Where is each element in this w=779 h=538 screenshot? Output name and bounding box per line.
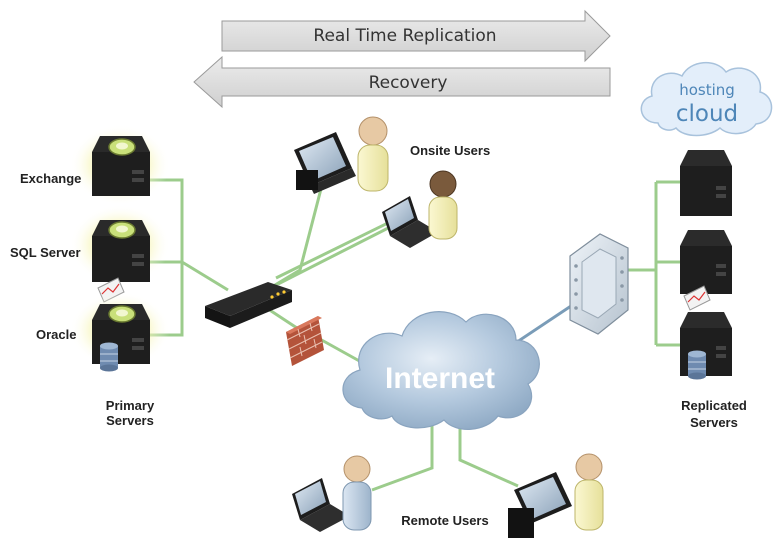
replica-bus	[622, 180, 680, 347]
oracle-label: Oracle	[36, 327, 76, 342]
replication-label: Real Time Replication	[313, 26, 496, 46]
replicated-server-1	[680, 150, 732, 216]
desktop-computer-icon	[508, 472, 572, 538]
network-switch	[205, 282, 292, 328]
exchange-label: Exchange	[20, 171, 81, 186]
replicated-caption-2: Servers	[690, 415, 738, 430]
replicated-server-2	[680, 230, 732, 311]
recovery-label: Recovery	[369, 73, 448, 93]
database-icon	[100, 342, 118, 372]
person-icon	[574, 453, 604, 531]
oracle-server	[70, 292, 170, 372]
hosting-label: hosting	[679, 81, 735, 99]
internet-cloud: Internet	[342, 311, 540, 430]
recovery-arrow: Recovery	[193, 55, 611, 109]
onsite-laptop-user	[382, 170, 458, 248]
replicated-caption-1: Replicated	[681, 398, 747, 413]
internet-label: Internet	[385, 362, 495, 395]
database-icon	[688, 350, 706, 380]
person-icon	[342, 455, 372, 531]
desktop-computer-icon	[294, 132, 356, 194]
chart-document-icon	[683, 285, 711, 311]
gateway-appliance-icon	[569, 233, 629, 335]
laptop-icon	[382, 196, 438, 248]
onsite-users-label: Onsite Users	[410, 143, 490, 158]
replicated-server-3	[680, 312, 732, 380]
remote-desktop-user	[508, 453, 604, 538]
remote-laptop-user	[292, 455, 372, 532]
laptop-icon	[292, 478, 350, 532]
primary-caption-1: Primary	[106, 398, 155, 413]
person-icon	[357, 116, 389, 192]
hosting-cloud: hosting cloud	[640, 62, 773, 137]
person-icon	[428, 170, 458, 240]
primary-caption-2: Servers	[106, 413, 154, 428]
exchange-server	[70, 125, 170, 205]
remote-users-label: Remote Users	[401, 513, 488, 528]
cloud-label: cloud	[676, 101, 738, 127]
sql-server-label: SQL Server	[10, 245, 81, 260]
firewall-icon	[286, 316, 324, 366]
replication-arrow: Real Time Replication	[221, 9, 611, 63]
sql-server	[70, 205, 170, 303]
onsite-desktop-user	[294, 116, 389, 194]
